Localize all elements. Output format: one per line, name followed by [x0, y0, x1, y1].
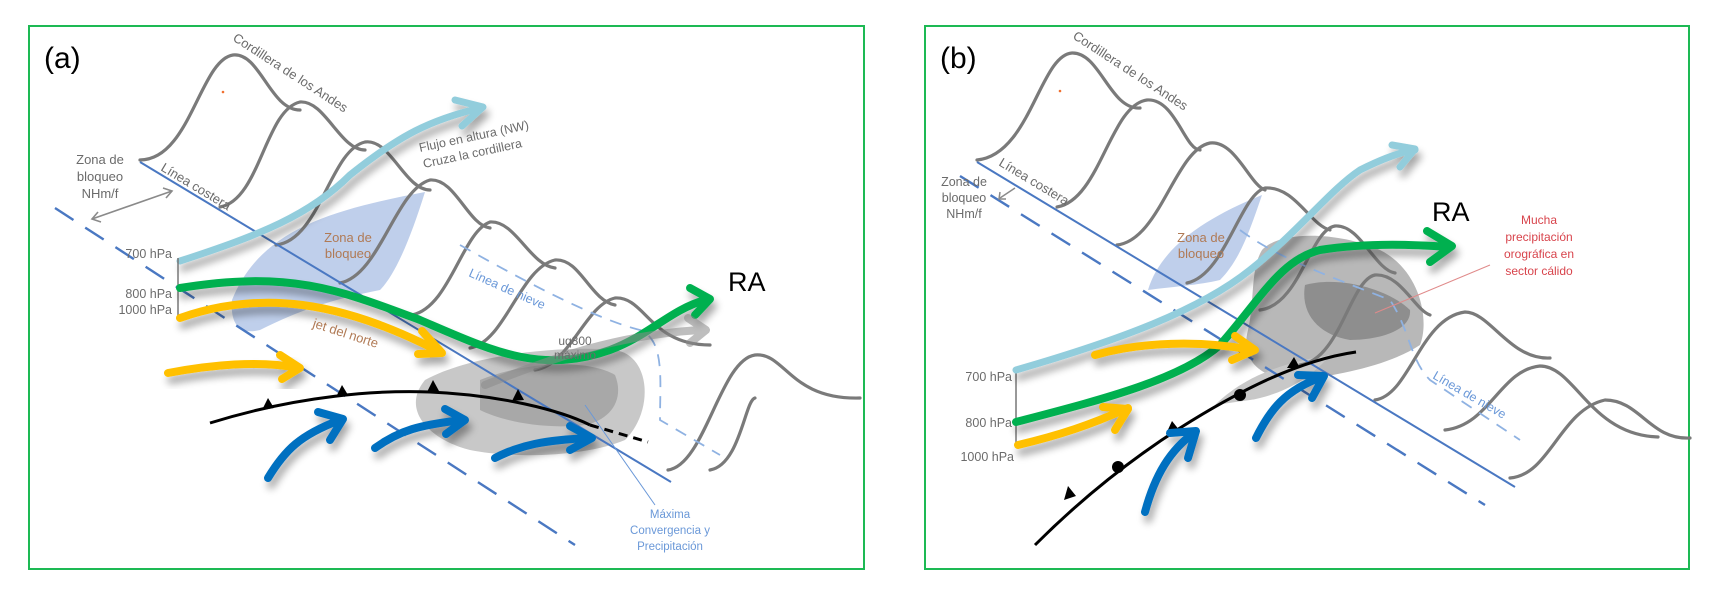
pressure-level-labels: 700 hPa 800 hPa 1000 hPa [960, 370, 1014, 464]
panel-b-tag: (b) [940, 42, 977, 75]
occluded-front [1033, 350, 1357, 547]
panel-a: (a) [28, 25, 865, 570]
svg-text:bloqueo: bloqueo [942, 191, 987, 205]
svg-text:NHm/f: NHm/f [82, 186, 119, 201]
marker-dot [221, 90, 225, 94]
flow-800-arrow [1012, 227, 1456, 426]
upper-flow-arrow [1012, 141, 1419, 374]
svg-text:Precipitación: Precipitación [637, 541, 703, 553]
cold-front [209, 380, 649, 444]
svg-text:800 hPa: 800 hPa [125, 287, 172, 301]
svg-text:orográfica en: orográfica en [1504, 247, 1574, 261]
yellow-flow-arrow [164, 351, 304, 383]
ra-label: RA [728, 267, 766, 297]
snow-line [1239, 229, 1521, 441]
svg-text:bloqueo: bloqueo [325, 246, 371, 261]
svg-text:bloqueo: bloqueo [77, 169, 123, 184]
blocking-zone-shade [231, 192, 425, 332]
svg-text:Zona de: Zona de [324, 230, 372, 245]
panel-b: (b) [924, 25, 1692, 570]
blocking-zone-inner-label: Zona de bloqueo [1177, 230, 1225, 261]
precip-zone-inner [480, 364, 619, 427]
coast-line [976, 161, 1516, 488]
low-level-shadow-arrow [481, 314, 710, 389]
svg-text:1000 hPa: 1000 hPa [960, 450, 1014, 464]
marker-dot [1058, 89, 1062, 93]
svg-text:Convergencia y: Convergencia y [630, 525, 710, 537]
upper-flow-arrow [176, 96, 487, 265]
max-convergence-label: Máxima Convergencia y Precipitación [630, 509, 710, 553]
orographic-precip-label: Mucha precipitación orográfica en sector… [1504, 213, 1574, 278]
blocking-width-arrow [90, 187, 174, 223]
svg-text:Zona de: Zona de [76, 152, 124, 167]
blocking-zone-outer-label: Zona de bloqueo NHm/f [941, 175, 987, 221]
blocking-zone-outer-label: Zona de bloqueo NHm/f [76, 152, 124, 201]
svg-text:Zona de: Zona de [941, 175, 987, 189]
svg-text:Zona de: Zona de [1177, 230, 1225, 245]
precip-zone-inner [1304, 281, 1411, 340]
blocking-width-arrow [998, 187, 1016, 200]
svg-text:uq800: uq800 [558, 334, 592, 348]
flow-1000-arrow [1014, 332, 1259, 449]
warm-flow-arrows [264, 405, 596, 482]
blocking-zone-inner-label: Zona de bloqueo [324, 230, 372, 261]
pressure-level-labels: 700 hPa 800 hPa 1000 hPa [118, 247, 172, 317]
svg-text:sector cálido: sector cálido [1505, 264, 1573, 278]
andes-mountains [975, 51, 1692, 480]
flow-800-arrow [176, 277, 714, 365]
svg-text:Mucha: Mucha [1521, 213, 1557, 227]
panel-a-tag: (a) [44, 42, 81, 75]
blocking-boundary-line [54, 206, 576, 547]
svg-text:precipitación: precipitación [1505, 230, 1572, 244]
svg-text:700 hPa: 700 hPa [965, 370, 1012, 384]
svg-text:máximo: máximo [554, 348, 596, 362]
snow-line [459, 244, 721, 456]
svg-text:NHm/f: NHm/f [946, 207, 982, 221]
blocking-zone-shade [1148, 195, 1262, 290]
svg-text:Máxima: Máxima [650, 509, 691, 521]
svg-text:bloqueo: bloqueo [1178, 246, 1224, 261]
ra-label: RA [1432, 197, 1470, 227]
warm-flow-arrows [1141, 371, 1328, 516]
svg-text:700 hPa: 700 hPa [125, 247, 172, 261]
jet-del-norte-arrow [176, 298, 446, 358]
orographic-pointer [1374, 264, 1491, 314]
svg-text:1000 hPa: 1000 hPa [118, 303, 172, 317]
svg-text:800 hPa: 800 hPa [965, 416, 1012, 430]
max-conv-pointer [584, 404, 656, 506]
uq-max-label: uq800 máximo [554, 334, 596, 362]
